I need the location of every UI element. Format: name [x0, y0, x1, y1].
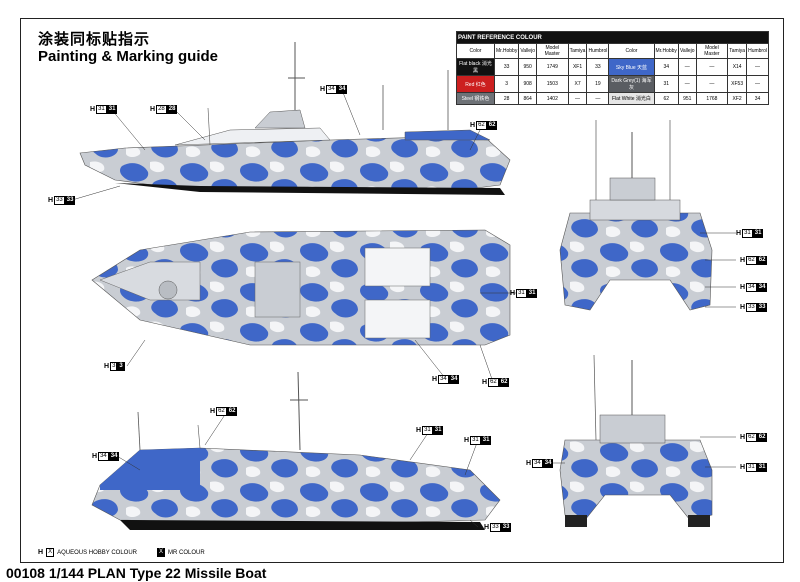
legend-mr-label: MR COLOUR	[168, 549, 205, 556]
tamiya-code: XF2	[727, 92, 748, 105]
humbrol-code: 34	[746, 92, 769, 105]
table-row: Flat black 消光黑 33 950 1749 XF1 33 Sky Bl…	[456, 58, 769, 76]
model-master-code: 1768	[695, 92, 729, 105]
rear-view	[559, 354, 713, 527]
vallejo-code: 864	[518, 92, 537, 105]
hobby-code: 3	[493, 75, 520, 93]
legend-mr: X MR COLOUR	[157, 548, 205, 557]
legend-h-label: H	[38, 549, 44, 556]
top-view	[91, 229, 511, 346]
legend-aqueous: H X AQUEOUS HOBBY COLOUR	[38, 548, 137, 557]
table-row: Steel 钢铁色 28 864 1402 — — Flat White 消光白…	[456, 92, 769, 105]
chinese-title: 涂装同标贴指示	[38, 30, 151, 48]
paint-reference-table: PAINT REFERENCE COLOUR Color Mr.Hobby Va…	[456, 31, 769, 105]
paint-table-caption: PAINT REFERENCE COLOUR	[456, 31, 769, 44]
leader-lines	[71, 89, 736, 528]
hobby-code: 62	[653, 92, 679, 105]
product-footer: 00108 1/144 PLAN Type 22 Missile Boat	[6, 565, 267, 581]
model-master-code: 1402	[535, 92, 569, 105]
color-swatch-dark-grey: Dark Grey(1) 海军灰	[608, 75, 655, 93]
legend-aqueous-label: AQUEOUS HOBBY COLOUR	[57, 549, 137, 556]
humbrol-code: —	[746, 75, 769, 93]
color-swatch-steel: Steel 钢铁色	[456, 92, 495, 105]
color-swatch-red: Red 红色	[456, 75, 495, 93]
side-view-lower	[91, 371, 501, 530]
side-view-upper	[79, 42, 511, 195]
english-title: Painting & Marking guide	[38, 48, 219, 65]
legend-mr-box: X	[157, 548, 166, 557]
header-cell: Mr.Hobby	[653, 43, 679, 59]
legend-h-box: X	[46, 548, 55, 557]
hobby-code: 28	[493, 92, 520, 105]
color-swatch-flat-black: Flat black 消光黑	[456, 58, 495, 76]
sheet-frame	[20, 18, 784, 563]
front-view	[559, 120, 713, 311]
